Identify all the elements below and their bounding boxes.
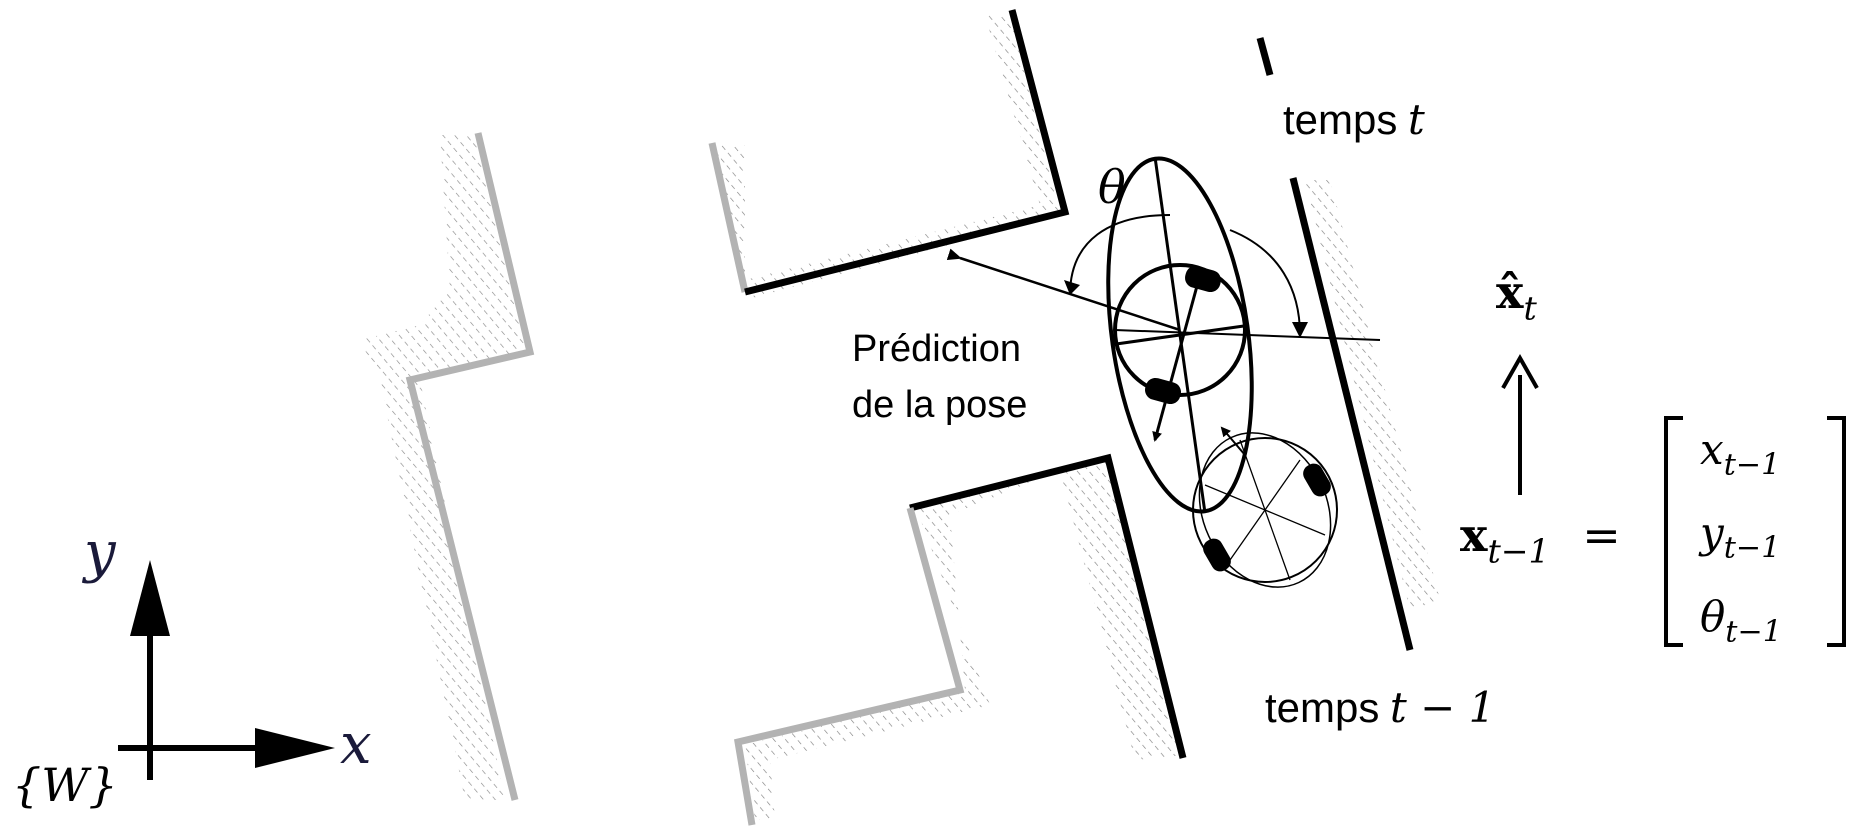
- x-hat-symbol: x̂: [1496, 265, 1524, 319]
- time-t-label: temps t: [1283, 95, 1425, 145]
- wall-lower: [734, 453, 1187, 826]
- matrix-y-sub: t−1: [1723, 530, 1781, 566]
- wall-right: [1289, 177, 1440, 651]
- equals-sign: =: [1582, 508, 1621, 562]
- wall-top-segment: [1256, 37, 1274, 76]
- predicted-robot: [946, 214, 1381, 442]
- world-frame-label: {W}: [12, 758, 118, 812]
- state-equation-lhs: xt−1 =: [1460, 508, 1621, 571]
- matrix-row-x: xt−1: [1700, 425, 1780, 483]
- faded-wall-left: [360, 132, 535, 801]
- predicted-pose-ellipse: [1106, 156, 1254, 514]
- previous-robot: [1192, 426, 1338, 588]
- time-t1-var: t − 1: [1389, 683, 1496, 732]
- state-lhs-symbol: x: [1460, 508, 1488, 562]
- time-t-word: temps: [1283, 96, 1398, 143]
- prediction-label-line2: de la pose: [852, 384, 1028, 426]
- matrix-row-y: yt−1: [1700, 508, 1780, 566]
- time-t1-word: temps: [1265, 684, 1380, 731]
- prediction-label-line1: Prédiction: [852, 328, 1021, 370]
- update-arrow: [1501, 353, 1539, 495]
- time-t-minus-1-label: temps t − 1: [1265, 683, 1495, 733]
- axis-y-label: y: [84, 520, 116, 585]
- matrix-brackets: [1664, 416, 1846, 647]
- wall-upper: [708, 9, 1070, 300]
- time-t-var: t: [1407, 95, 1425, 144]
- matrix-row-theta: θt−1: [1700, 592, 1782, 650]
- matrix-y-sym: y: [1700, 508, 1724, 557]
- matrix-theta-sym: θ: [1700, 592, 1726, 641]
- world-frame-axes: [118, 560, 335, 780]
- theta-label: θ: [1098, 160, 1126, 214]
- matrix-x-sub: t−1: [1723, 447, 1781, 483]
- state-lhs-sub: t−1: [1487, 531, 1550, 571]
- x-hat-sub: t: [1523, 288, 1537, 328]
- matrix-x-sym: x: [1700, 425, 1724, 474]
- matrix-theta-sub: t−1: [1725, 614, 1783, 650]
- axis-x-label: x: [340, 712, 372, 777]
- x-hat-label: x̂t: [1496, 265, 1537, 328]
